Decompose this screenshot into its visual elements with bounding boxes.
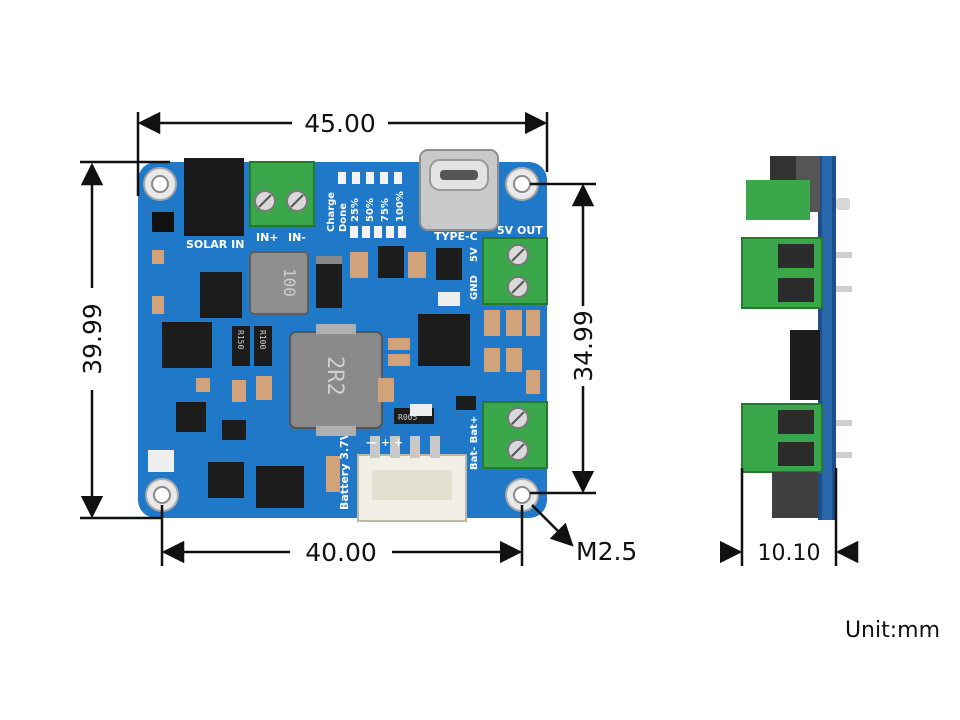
solar-in-label: SOLAR IN bbox=[186, 238, 244, 251]
resistor-r100: R100 bbox=[254, 326, 272, 366]
small-inductor: 100 bbox=[249, 251, 309, 315]
dim-thickness: 10.10 bbox=[758, 541, 821, 566]
ic-chip bbox=[200, 272, 242, 318]
output-terminal-block bbox=[482, 237, 548, 305]
dim-bottom-width: 40.00 bbox=[305, 538, 377, 567]
led-label-75: 75% bbox=[380, 198, 391, 222]
led-label-50: 50% bbox=[365, 198, 376, 222]
svg-text:R100: R100 bbox=[258, 330, 267, 349]
smd-components bbox=[152, 250, 540, 492]
battery-terminal-block bbox=[482, 401, 548, 469]
svg-text:R150: R150 bbox=[236, 330, 245, 349]
side-terminal-top bbox=[741, 237, 852, 309]
pcb-top-view: SOLAR IN IN+ IN- Charge Done 25% 50% 75%… bbox=[138, 149, 548, 522]
led-label-done: Done bbox=[338, 203, 349, 232]
unit-label: Unit:mm bbox=[844, 618, 940, 643]
led-status-labels: Charge Done 25% 50% 75% 100% bbox=[326, 172, 406, 238]
led-label-100: 100% bbox=[395, 191, 406, 222]
connector-pins-label: — + + bbox=[366, 436, 403, 449]
ic-chip bbox=[208, 462, 244, 498]
mcu-chip bbox=[418, 314, 470, 366]
ic-chip bbox=[162, 322, 212, 368]
svg-text:R005: R005 bbox=[398, 413, 417, 422]
dimension-lines bbox=[80, 111, 859, 566]
large-inductor: 2R2 bbox=[289, 324, 383, 436]
dim-hole-size: M2.5 bbox=[576, 537, 637, 566]
pin-gnd-label: GND bbox=[469, 275, 480, 300]
battery-label: Battery 3.7V bbox=[338, 431, 351, 510]
input-terminal-block bbox=[249, 161, 315, 227]
svg-text:100: 100 bbox=[280, 268, 299, 297]
side-terminal-bottom bbox=[741, 403, 852, 473]
bat-pins-label: Bat- Bat+ bbox=[469, 416, 480, 470]
dim-right-height: 34.99 bbox=[569, 310, 598, 382]
battery-connector bbox=[357, 436, 467, 522]
ic-chip bbox=[256, 466, 304, 508]
5v-out-label: 5V OUT bbox=[497, 224, 543, 237]
led-label-charge: Charge bbox=[326, 192, 337, 232]
dim-left-height: 39.99 bbox=[78, 303, 107, 375]
dim-top-width: 45.00 bbox=[304, 109, 376, 138]
diode bbox=[316, 256, 342, 308]
type-c-label: TYPE-C bbox=[434, 230, 478, 243]
dc-jack bbox=[184, 158, 244, 236]
mounting-hole-br bbox=[505, 478, 539, 512]
led-label-25: 25% bbox=[350, 198, 361, 222]
svg-text:2R2: 2R2 bbox=[322, 356, 347, 396]
mounting-hole-tl bbox=[143, 167, 177, 201]
in-minus-label: IN- bbox=[288, 231, 306, 244]
usb-type-c-port bbox=[419, 149, 499, 231]
pin-5v-label: 5V bbox=[469, 247, 480, 262]
in-plus-label: IN+ bbox=[256, 231, 279, 244]
pcb-side-view bbox=[741, 156, 852, 520]
resistor-r150: R150 bbox=[232, 326, 250, 366]
